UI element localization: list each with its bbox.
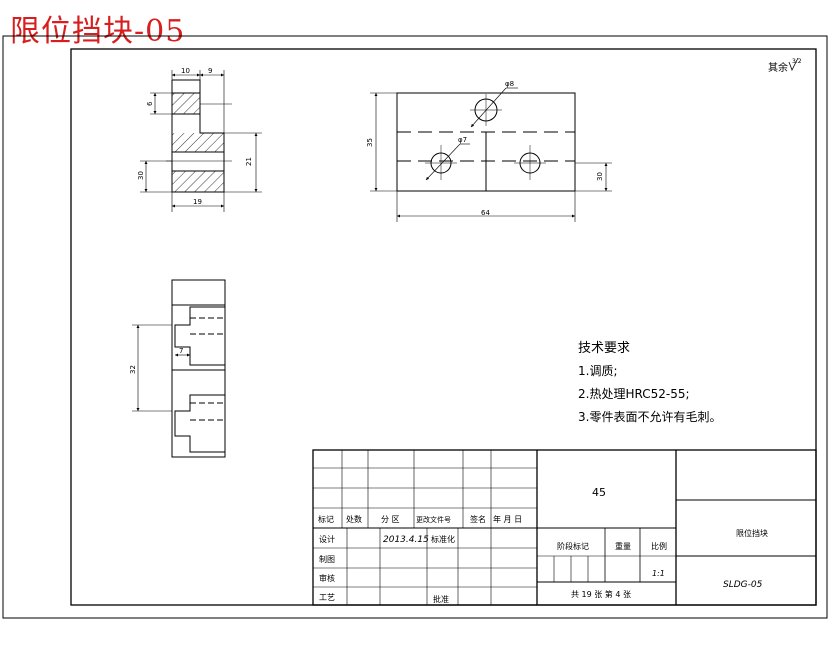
tb-header-mark: 标记 xyxy=(318,514,334,524)
dim-10: 10 xyxy=(181,67,190,75)
dim-21: 21 xyxy=(245,157,253,166)
title-block-grid xyxy=(312,449,817,606)
drawing-title: 限位挡块-05 xyxy=(10,14,186,49)
roughness-symbol xyxy=(788,57,799,71)
tb-header-change: 更改文件号 xyxy=(416,515,451,524)
dim-64: 64 xyxy=(481,209,490,217)
tb-standardize-label: 标准化 xyxy=(431,534,455,544)
tech-item-3: 3.零件表面不允许有毛刺。 xyxy=(578,409,721,424)
roughness-value: 3.2 xyxy=(792,58,802,65)
tech-item-2: 2.热处理HRC52-55; xyxy=(578,387,690,401)
dim-phi7: φ7 xyxy=(458,136,467,144)
tb-material: 45 xyxy=(592,486,606,499)
front-view xyxy=(396,92,576,192)
tb-drafter-label: 制图 xyxy=(319,554,335,564)
tb-header-sign: 签名 xyxy=(470,514,486,524)
tb-part-name: 限位挡块 xyxy=(736,528,768,538)
dim-19: 19 xyxy=(193,198,202,206)
tb-weight-label: 重量 xyxy=(615,541,631,551)
dim-phi8: φ8 xyxy=(505,80,514,88)
dim-9: 9 xyxy=(208,67,212,75)
tb-process-label: 工艺 xyxy=(319,593,335,602)
tb-stage-label: 阶段标记 xyxy=(557,541,589,551)
tb-approve-label: 批准 xyxy=(433,594,449,604)
tb-scale-label: 比例 xyxy=(651,541,667,551)
section-dimensions xyxy=(140,70,262,212)
outer-frame xyxy=(2,35,828,619)
dim-32: 32 xyxy=(129,365,137,374)
tb-drawing-no: SLDG-05 xyxy=(723,580,763,590)
tb-header-date: 年 月 日 xyxy=(493,514,522,524)
tech-item-1: 1.调质; xyxy=(578,364,618,378)
front-dimensions xyxy=(370,87,612,222)
tb-sheets: 共 19 张 第 4 张 xyxy=(571,589,631,599)
dim-30-right: 30 xyxy=(596,172,604,181)
tb-header-zone: 分 区 xyxy=(381,515,400,524)
tech-heading: 技术要求 xyxy=(578,341,630,356)
roughness-note: 其余 xyxy=(768,61,788,74)
tb-checker-label: 审核 xyxy=(319,573,335,583)
side-dimensions xyxy=(132,324,190,412)
tb-designer-label: 设计 xyxy=(319,534,335,544)
side-view xyxy=(171,279,226,458)
dim-6: 6 xyxy=(146,101,154,106)
tb-scale-value: 1:1 xyxy=(652,569,665,578)
tb-header-count: 处数 xyxy=(346,514,362,524)
dim-7: 7 xyxy=(179,347,183,355)
tb-date: 2013.4.15 xyxy=(383,535,429,545)
section-view xyxy=(166,79,232,193)
dim-35: 35 xyxy=(366,138,374,147)
dim-30: 30 xyxy=(137,171,145,180)
